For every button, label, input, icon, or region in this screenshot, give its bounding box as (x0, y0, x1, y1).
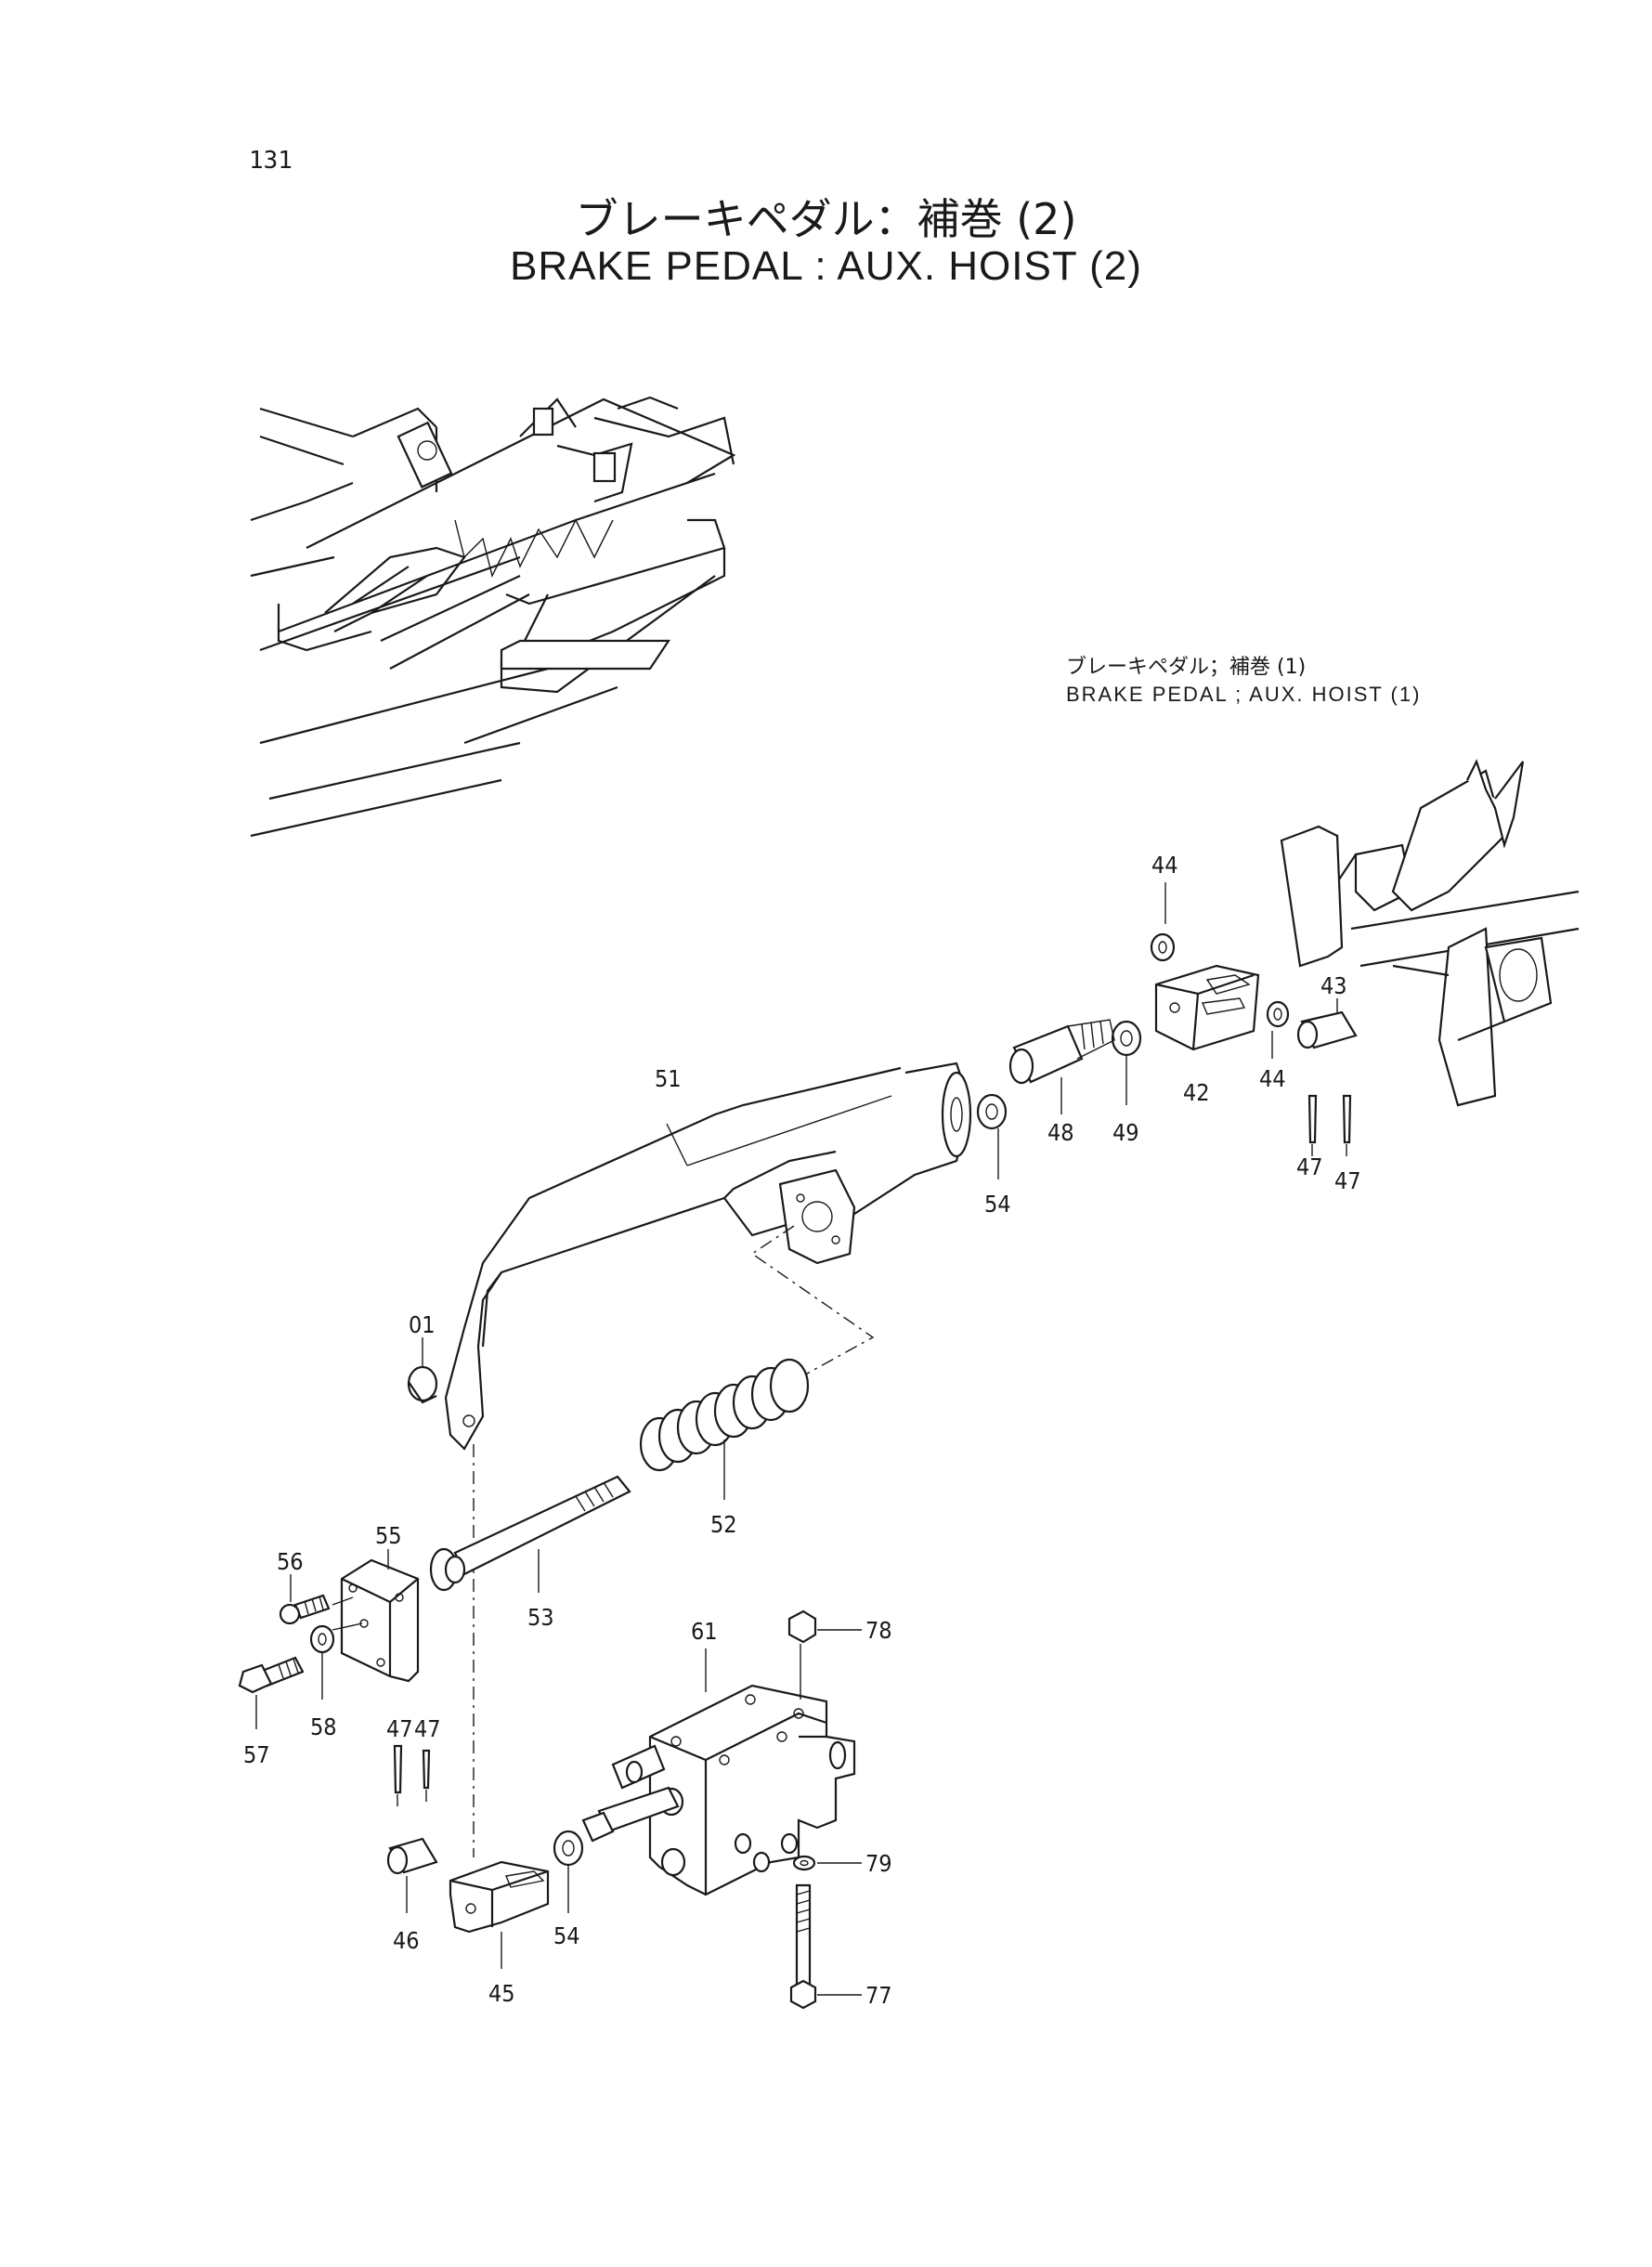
callout-61: 61 (691, 1618, 718, 1645)
part-44-washer-upper (1150, 882, 1176, 962)
callout-51: 51 (655, 1065, 682, 1092)
part-57-bolt (238, 1656, 305, 1729)
callout-47-right-b: 47 (1334, 1167, 1361, 1194)
callout-77: 77 (865, 1982, 892, 2009)
part-42-clevis-upper (1154, 964, 1260, 1051)
callout-01: 01 (409, 1311, 436, 1338)
reference-assembly-pedal-shaft (1280, 759, 1580, 1107)
callout-labels: 44 43 42 44 47 47 49 48 54 51 01 52 53 5… (243, 852, 1361, 2009)
part-78-nut (787, 1609, 862, 1700)
callout-58: 58 (310, 1713, 337, 1740)
callout-47-left-a: 47 (386, 1715, 413, 1742)
part-53-rod (429, 1475, 631, 1593)
part-54-nut-upper (976, 1093, 1008, 1179)
callout-52: 52 (710, 1511, 737, 1538)
callout-78: 78 (865, 1617, 892, 1644)
part-46-pin (386, 1837, 438, 1913)
callout-44-lower: 44 (1259, 1065, 1286, 1092)
part-49-nut (1111, 1020, 1142, 1105)
page-number: 131 (249, 147, 293, 175)
overview-machine-frame (250, 396, 736, 838)
callout-56: 56 (277, 1548, 304, 1575)
callout-54-lower: 54 (553, 1922, 580, 1949)
part-47-split-pins-lower (393, 1744, 431, 1806)
callout-79: 79 (865, 1850, 892, 1877)
part-58-washer (309, 1622, 363, 1700)
part-52-spring (639, 1358, 810, 1500)
callout-43: 43 (1320, 972, 1347, 999)
callout-57: 57 (243, 1741, 270, 1768)
part-45-clevis-lower (449, 1860, 550, 1969)
part-44-washer-lower (1266, 1000, 1290, 1059)
callout-48: 48 (1047, 1119, 1074, 1146)
reference-title-english: BRAKE PEDAL ; AUX. HOIST (1) (1066, 683, 1422, 706)
page-title-english: BRAKE PEDAL : AUX. HOIST (2) (510, 243, 1142, 289)
callout-53: 53 (527, 1604, 554, 1631)
part-54-nut-lower (553, 1830, 584, 1913)
callout-44-upper: 44 (1151, 852, 1178, 879)
callout-47-left-b: 47 (414, 1715, 441, 1742)
part-55-plate (340, 1549, 420, 1683)
part-79-washer (792, 1855, 862, 1871)
callout-54-upper: 54 (984, 1191, 1011, 1218)
reference-title-japanese: ブレーキペダル；補巻 (1) (1066, 656, 1307, 679)
part-01-bushing (407, 1337, 438, 1404)
part-61-valve (581, 1648, 856, 1896)
page-title-japanese: ブレーキペダル：補巻 (2) (575, 194, 1077, 244)
alignment-lines (473, 1225, 875, 1857)
part-77-bolt (789, 1883, 862, 2010)
part-56-bolt (279, 1574, 354, 1625)
part-48-adjuster (1008, 1019, 1115, 1114)
callout-55: 55 (375, 1522, 402, 1549)
part-47-split-pins-upper (1307, 1094, 1352, 1156)
part-43-pin (1296, 998, 1358, 1049)
callout-45: 45 (488, 1980, 515, 2007)
callout-47-right-a: 47 (1296, 1153, 1323, 1180)
callout-46: 46 (393, 1927, 420, 1954)
callout-49: 49 (1112, 1119, 1139, 1146)
callout-42: 42 (1183, 1079, 1210, 1106)
part-51-pedal-arm (444, 1062, 972, 1451)
